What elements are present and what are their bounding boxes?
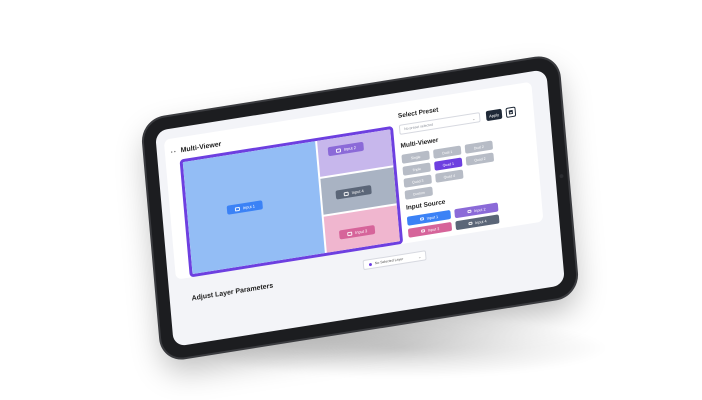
layout-button-quad-3[interactable]: Quad 3 <box>403 174 432 188</box>
monitor-icon <box>420 229 425 233</box>
layer-select[interactable]: No Selected Layer ⌄ <box>362 250 427 271</box>
menu-icon[interactable]: • • <box>170 149 177 156</box>
tablet-device: • • Multi-Viewer Input 1 Input 2 <box>142 55 578 361</box>
layer-select-value: No Selected Layer <box>374 256 404 266</box>
app-screen: • • Multi-Viewer Input 1 Input 2 <box>155 69 565 347</box>
monitor-icon <box>467 209 472 214</box>
cell-label: Input 1 <box>242 203 256 211</box>
cell-input-chip: Input 4 <box>335 184 373 200</box>
layout-button-triple[interactable]: Triple <box>402 162 431 176</box>
monitor-icon <box>419 217 424 221</box>
preset-select-value: No preset selected <box>403 122 434 132</box>
input-source-label: Input 3 <box>427 226 440 233</box>
cell-input-chip: Input 1 <box>226 200 264 215</box>
chevron-down-icon: ⌄ <box>471 115 476 122</box>
layout-button-custom[interactable]: Custom <box>404 186 434 200</box>
layer-dot-icon <box>368 262 373 266</box>
layer-params-title: Adjust Layer Parameters <box>191 282 274 303</box>
delete-preset-button[interactable] <box>505 106 517 118</box>
panel-title: Multi-Viewer <box>180 140 222 155</box>
cell-input-chip: Input 2 <box>327 141 365 157</box>
trash-icon <box>508 109 513 115</box>
viewer-cell-1[interactable]: Input 1 <box>182 141 325 275</box>
cell-label: Input 4 <box>351 188 364 196</box>
layout-button-quad-2[interactable]: Quad 2 <box>465 152 495 166</box>
select-preset-title: Select Preset <box>397 106 439 120</box>
chevron-down-icon: ⌄ <box>417 254 422 260</box>
input-source-label: Input 4 <box>474 218 487 225</box>
cell-label: Input 3 <box>354 228 368 236</box>
layout-button-quad-4[interactable]: Quad 4 <box>435 169 464 183</box>
cell-label: Input 2 <box>343 144 357 152</box>
layout-button-quad-1[interactable]: Quad 1 <box>434 157 463 171</box>
monitor-icon <box>335 147 342 153</box>
apply-button[interactable]: Apply <box>485 108 503 122</box>
input-source-label: Input 1 <box>426 214 439 221</box>
monitor-icon <box>468 221 473 226</box>
multiviewer-section-title: Multi-Viewer <box>400 136 439 150</box>
multiviewer-panel: • • Multi-Viewer Input 1 Input 2 <box>163 81 544 280</box>
cell-input-chip: Input 3 <box>338 224 376 240</box>
layout-button-dual-1[interactable]: Dual 1 <box>433 145 462 159</box>
camera-icon <box>559 173 564 179</box>
input-source-label: Input 2 <box>473 206 486 213</box>
monitor-icon <box>234 206 241 212</box>
layout-button-single[interactable]: Single <box>401 150 430 164</box>
monitor-icon <box>347 231 353 236</box>
layout-button-dual-2[interactable]: Dual 2 <box>464 140 494 154</box>
input-source-title: Input Source <box>405 198 446 212</box>
monitor-icon <box>343 191 349 196</box>
